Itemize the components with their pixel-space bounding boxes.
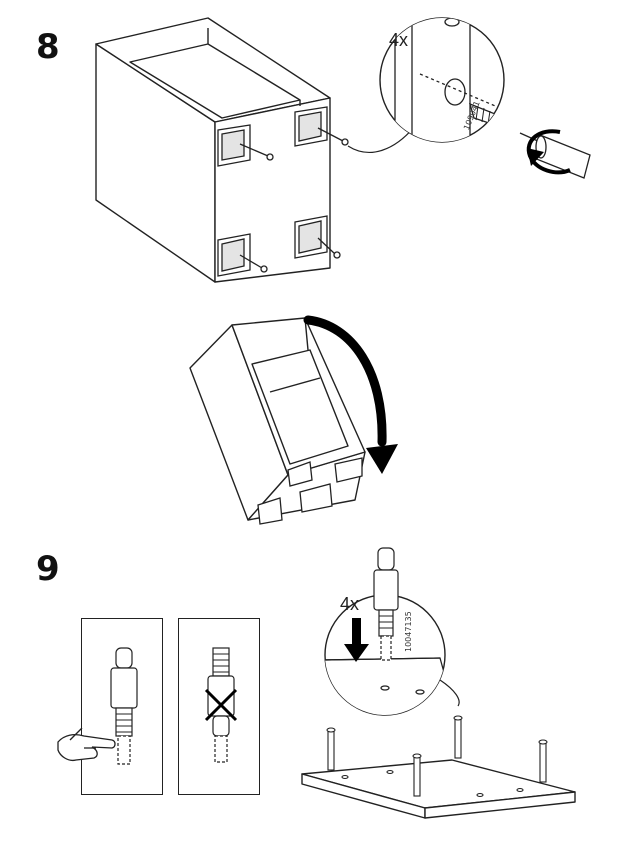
step-number-8: 8	[36, 27, 60, 67]
hand-pointing-icon	[57, 727, 116, 762]
curved-arrow-icon	[303, 315, 387, 447]
step8-quantity: 4x	[389, 30, 409, 50]
step9-quantity: 4x	[340, 594, 360, 614]
step-number-9: 9	[36, 549, 60, 589]
down-arrow-icon	[344, 618, 369, 662]
cross-icon	[204, 688, 238, 722]
